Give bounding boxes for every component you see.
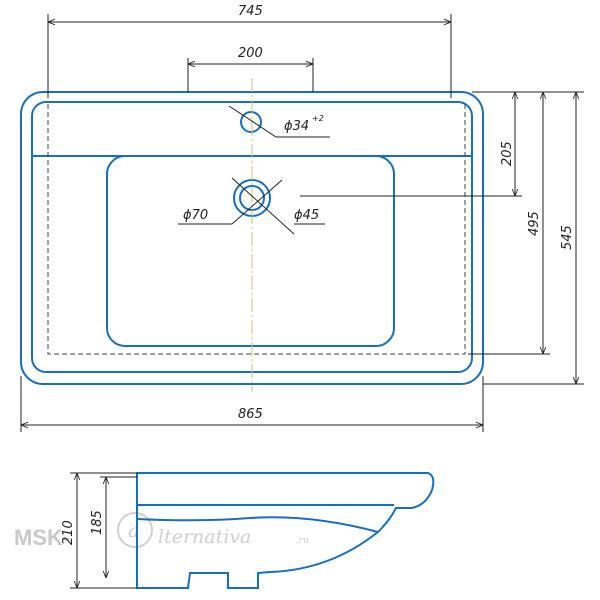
watermark-brand-right: lternativa <box>158 526 251 548</box>
dim-185-label: 185 <box>90 510 105 535</box>
watermark-brand-tld: .ru <box>296 536 309 546</box>
tap-hole-outline <box>240 111 262 133</box>
dim-865-label: 865 <box>238 407 263 422</box>
side-dimension-labels: 210 185 <box>61 510 105 545</box>
drain-outer-label: ϕ70 <box>183 208 208 223</box>
tap-hole-leader-diagonal <box>228 105 277 138</box>
dim-205-label: 205 <box>500 141 515 166</box>
watermark-ring-icon <box>117 512 153 548</box>
drain-inner-label: ϕ45 <box>294 208 319 223</box>
tap-hole-tolerance-label: +2 <box>312 114 324 123</box>
side-dimension-lines <box>70 472 137 589</box>
side-view-outline <box>136 472 435 589</box>
watermark-brand-mark: a <box>128 520 139 542</box>
dim-545-label: 545 <box>560 225 575 250</box>
dim-200-label: 200 <box>238 46 263 61</box>
watermark: MSK- a lternativa .ru <box>14 512 309 550</box>
side-profile-outline <box>136 472 435 589</box>
cabinet-hidden-line <box>47 104 466 355</box>
dimension-lines <box>20 14 584 432</box>
drain-leader-diagonal-b <box>231 179 283 225</box>
dim-210-label: 210 <box>61 520 76 545</box>
watermark-brand-left: MSK- <box>14 525 70 550</box>
basin-bowl-outline <box>106 155 395 347</box>
side-bowl-inner-curve <box>136 516 379 533</box>
drain-leader-diagonal-a <box>231 177 295 235</box>
tap-hole-label: ϕ34 <box>284 119 309 134</box>
dim-745-label: 745 <box>238 4 263 19</box>
cabinet-dashed-outline <box>47 104 466 355</box>
dim-495-label: 495 <box>527 211 542 236</box>
dimension-labels: 745 200 ϕ34 +2 ϕ70 ϕ45 205 495 545 865 <box>183 4 575 422</box>
